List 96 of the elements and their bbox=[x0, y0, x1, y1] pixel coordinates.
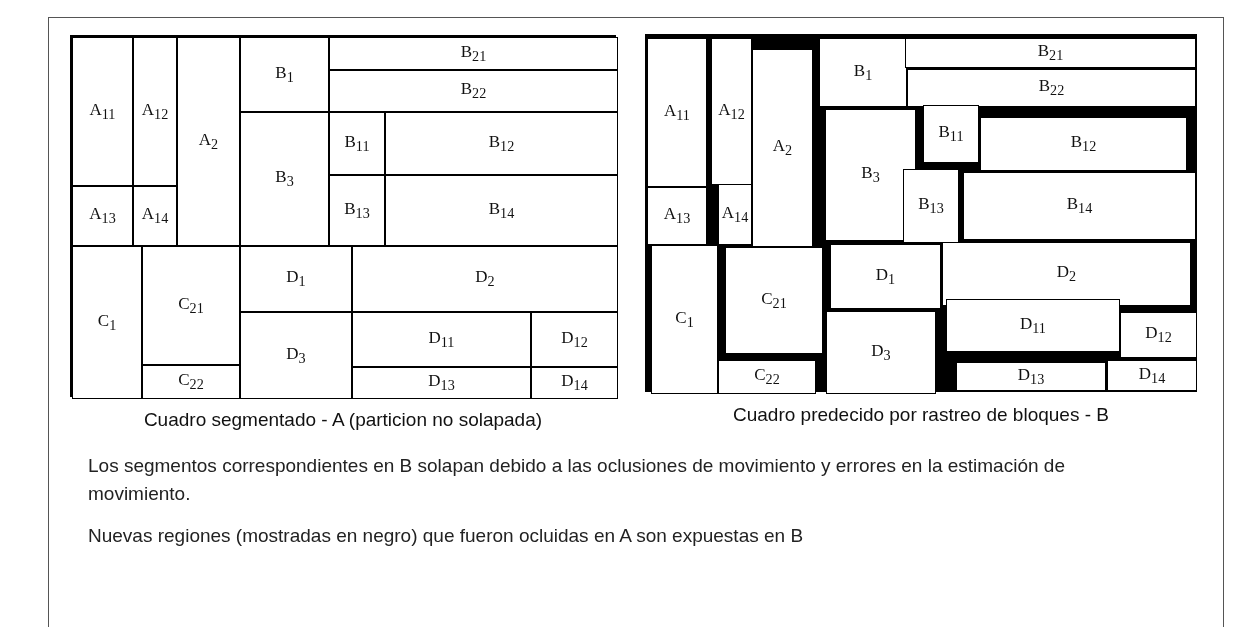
segment-label: A$_{11}$ bbox=[89, 99, 116, 124]
segment-box bbox=[240, 112, 329, 246]
segment-label: B$_{21}$ bbox=[1037, 41, 1064, 65]
segment-label: D$_{13}$ bbox=[428, 371, 455, 395]
segment-label: B$_{11}$ bbox=[344, 131, 370, 156]
segment-box bbox=[352, 246, 618, 312]
segment-box bbox=[177, 37, 240, 246]
segment-label: B$_{12}$ bbox=[1070, 132, 1097, 156]
note-text: Los segmentos correspondientes en B solapan debido a las oclusiones de movimiento y errores en la estimación de movimiento. bbox=[88, 454, 1066, 506]
segment-box bbox=[711, 38, 752, 185]
segment-label: D$_{2}$ bbox=[475, 267, 495, 291]
segment-box bbox=[531, 312, 618, 367]
segment-label: B$_{3}$ bbox=[275, 167, 294, 191]
segment-label: D$_{2}$ bbox=[1056, 262, 1077, 286]
segment-label: A$_{2}$ bbox=[198, 129, 219, 154]
segment-label: B$_{14}$ bbox=[1066, 194, 1093, 218]
segment-label: C$_{22}$ bbox=[178, 370, 204, 394]
segment-box bbox=[718, 360, 816, 394]
segment-box bbox=[903, 169, 959, 243]
segment-label: B$_{11}$ bbox=[938, 122, 964, 146]
segment-box bbox=[1120, 312, 1197, 358]
segment-box bbox=[942, 242, 1191, 306]
segment-label: B$_{12}$ bbox=[488, 131, 515, 156]
segment-box bbox=[531, 367, 618, 399]
segment-box bbox=[385, 112, 618, 175]
segment-label: B$_{13}$ bbox=[344, 198, 370, 223]
segment-label: D$_{3}$ bbox=[286, 343, 306, 368]
segment-label: A$_{2}$ bbox=[772, 136, 793, 160]
segment-box bbox=[946, 299, 1120, 352]
segment-box bbox=[725, 247, 823, 354]
segment-box bbox=[133, 37, 177, 186]
segment-box bbox=[752, 49, 813, 247]
segment-label: D$_{11}$ bbox=[1020, 313, 1046, 338]
segment-label: C$_{21}$ bbox=[178, 293, 204, 318]
panel-caption: Cuadro segmentado - A (particion no solapada) bbox=[142, 409, 544, 431]
segment-label: B$_{13}$ bbox=[918, 194, 944, 218]
segment-label: A$_{12}$ bbox=[141, 99, 169, 124]
segment-box bbox=[907, 69, 1196, 107]
segment-box bbox=[1107, 360, 1197, 391]
segment-box bbox=[240, 246, 352, 312]
segment-box bbox=[240, 312, 352, 399]
segment-label: D$_{1}$ bbox=[875, 264, 896, 289]
segment-box bbox=[718, 184, 752, 245]
segment-box bbox=[142, 365, 240, 399]
segment-box bbox=[819, 38, 907, 107]
segment-box bbox=[240, 37, 329, 112]
segment-box bbox=[72, 246, 142, 399]
panel-caption: Cuadro predecido por rastreo de bloques - B bbox=[732, 404, 1110, 426]
segment-box bbox=[980, 117, 1187, 171]
segment-label: D$_{14}$ bbox=[561, 371, 588, 395]
segment-label: D$_{1}$ bbox=[286, 267, 306, 291]
note-text: Nuevas regiones (mostradas en negro) que fueron ocluidas en A son expuestas en B bbox=[88, 524, 805, 548]
segment-box bbox=[329, 175, 385, 246]
segment-label: B$_{14}$ bbox=[488, 198, 515, 223]
segment-label: B$_{22}$ bbox=[460, 79, 487, 103]
segment-label: B$_{1}$ bbox=[275, 62, 294, 87]
segment-box bbox=[651, 245, 718, 394]
segment-label: D$_{11}$ bbox=[428, 327, 455, 352]
segment-label: C$_{21}$ bbox=[761, 288, 787, 313]
segment-box bbox=[385, 175, 618, 246]
segment-label: A$_{13}$ bbox=[89, 204, 116, 228]
segment-box bbox=[923, 105, 979, 163]
segment-label: A$_{14}$ bbox=[721, 202, 749, 227]
segment-box bbox=[133, 186, 177, 246]
segment-label: D$_{13}$ bbox=[1017, 364, 1045, 389]
segment-box bbox=[826, 311, 936, 394]
segment-label: C$_{22}$ bbox=[754, 365, 780, 389]
segment-box bbox=[825, 109, 916, 241]
segment-box bbox=[72, 37, 133, 186]
segment-box bbox=[352, 312, 531, 367]
segment-label: D$_{3}$ bbox=[871, 340, 891, 365]
segment-box bbox=[329, 70, 618, 112]
segment-box bbox=[647, 38, 707, 187]
segment-label: A$_{11}$ bbox=[664, 100, 690, 125]
segment-box bbox=[329, 37, 618, 70]
segment-label: D$_{14}$ bbox=[1138, 363, 1166, 388]
segment-label: A$_{12}$ bbox=[718, 99, 745, 124]
segment-box bbox=[963, 172, 1196, 240]
segment-label: C$_{1}$ bbox=[97, 310, 117, 335]
segment-label: B$_{21}$ bbox=[460, 41, 487, 66]
segment-label: A$_{14}$ bbox=[141, 204, 169, 228]
segment-label: B$_{3}$ bbox=[861, 163, 880, 187]
segment-label: B$_{1}$ bbox=[853, 60, 873, 85]
segment-label: D$_{12}$ bbox=[1145, 323, 1172, 347]
segment-box bbox=[830, 244, 941, 309]
segment-box bbox=[329, 112, 385, 175]
segment-label: C$_{1}$ bbox=[675, 307, 694, 332]
segment-box bbox=[352, 367, 531, 399]
segment-box bbox=[72, 186, 133, 246]
segment-box bbox=[647, 187, 707, 245]
segment-box bbox=[142, 246, 240, 365]
segment-label: B$_{22}$ bbox=[1038, 76, 1065, 100]
segment-box bbox=[956, 362, 1106, 391]
segment-box bbox=[905, 38, 1196, 68]
segment-label: D$_{12}$ bbox=[561, 327, 588, 352]
segment-label: A$_{13}$ bbox=[663, 204, 691, 228]
